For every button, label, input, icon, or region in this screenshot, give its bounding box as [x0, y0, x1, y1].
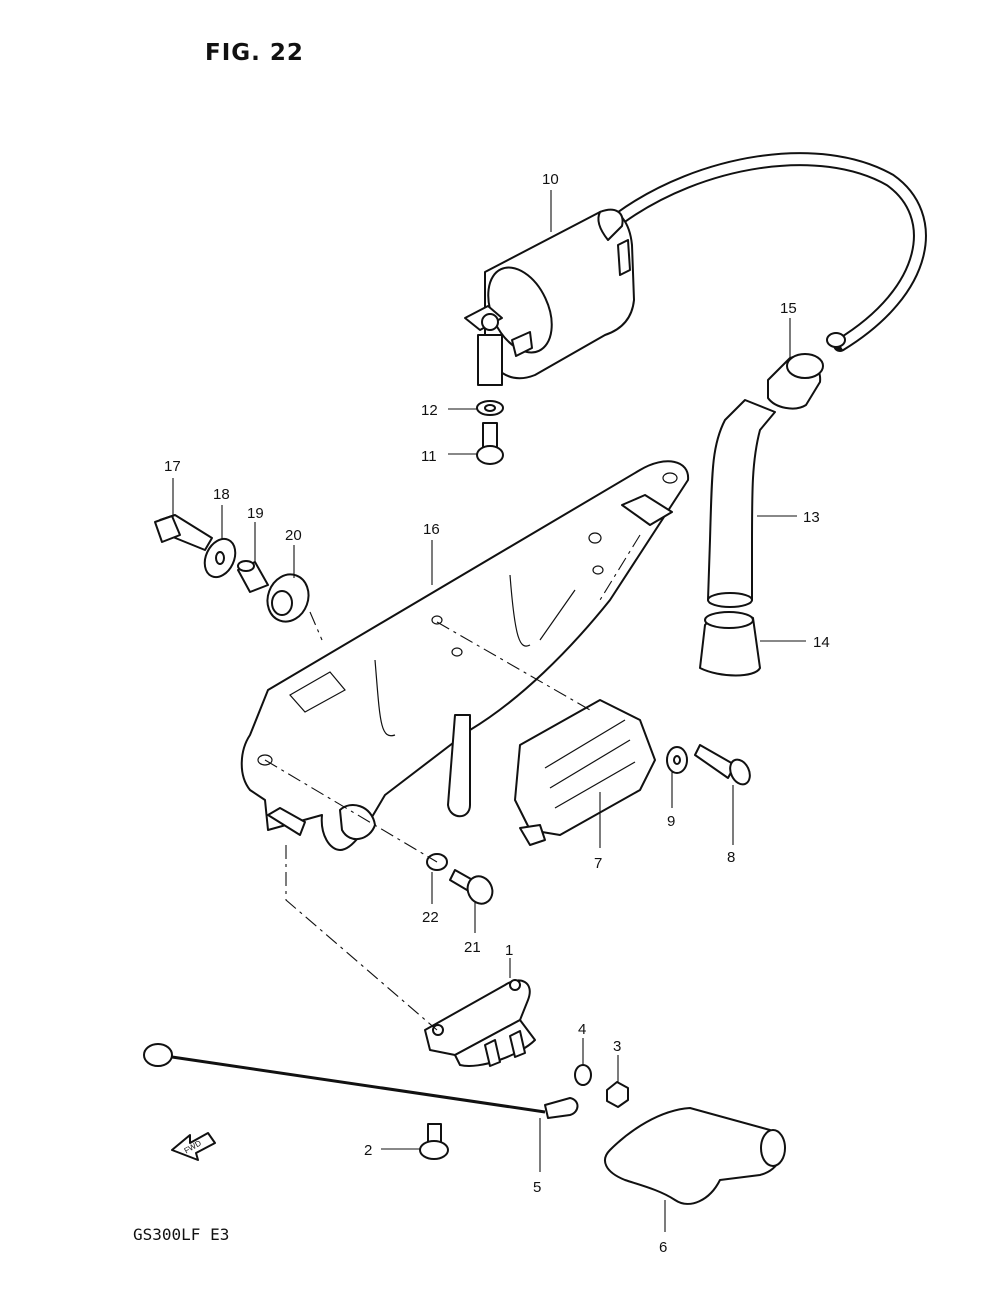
part-11-bolt[interactable] [476, 422, 504, 465]
part-4-washer[interactable] [574, 1064, 592, 1086]
fwd-arrow-icon: FWD [171, 1132, 216, 1161]
part-14-cap-cover[interactable] [699, 611, 761, 677]
callout-10: 10 [542, 171, 559, 188]
callout-9: 9 [667, 813, 675, 830]
callout-15: 15 [780, 300, 797, 317]
part-18-washer[interactable] [199, 534, 241, 582]
callout-22: 22 [422, 909, 439, 926]
part-10-ignition-coil[interactable] [464, 152, 927, 386]
callout-labels: 10 15 12 11 13 14 16 17 18 19 20 7 9 8 2… [164, 171, 830, 1256]
callout-5: 5 [533, 1179, 541, 1196]
leader-lines [172, 190, 806, 1232]
callout-19: 19 [247, 505, 264, 522]
part-17-bolt[interactable] [154, 514, 213, 551]
callout-3: 3 [613, 1038, 621, 1055]
callout-7: 7 [594, 855, 602, 872]
callout-21: 21 [464, 939, 481, 956]
part-20-grommet[interactable] [261, 569, 315, 628]
callout-2: 2 [364, 1142, 372, 1159]
callout-20: 20 [285, 527, 302, 544]
callout-17: 17 [164, 458, 181, 475]
part-7-regulator-rectifier[interactable] [514, 699, 656, 846]
part-5-lead-wire[interactable] [143, 1043, 579, 1119]
part-3-nut[interactable] [606, 1081, 629, 1108]
part-21-bolt[interactable] [449, 869, 497, 908]
part-2-screw[interactable] [419, 1123, 449, 1160]
figure-title: FIG. 22 [205, 40, 304, 66]
callout-16: 16 [423, 521, 440, 538]
part-12-washer[interactable] [476, 400, 504, 416]
callout-1: 1 [505, 942, 513, 959]
part-6-relay-cap[interactable] [604, 1107, 786, 1205]
part-9-washer[interactable] [666, 746, 688, 774]
callout-13: 13 [803, 509, 820, 526]
part-13-plug-cap[interactable] [707, 399, 776, 608]
callout-14: 14 [813, 634, 830, 651]
part-15-seal[interactable] [767, 353, 824, 410]
callout-12: 12 [421, 402, 438, 419]
callout-8: 8 [727, 849, 735, 866]
part-1-starter-relay[interactable] [424, 979, 536, 1067]
callout-18: 18 [213, 486, 230, 503]
callout-11: 11 [421, 448, 437, 465]
alignment-lines [264, 534, 641, 1031]
part-16-bracket[interactable] [240, 460, 690, 851]
callout-4: 4 [578, 1021, 586, 1038]
model-code: GS300LF E3 [133, 1225, 230, 1244]
part-8-bolt[interactable] [694, 744, 754, 788]
part-19-collar[interactable] [237, 560, 269, 593]
callout-6: 6 [659, 1239, 667, 1256]
